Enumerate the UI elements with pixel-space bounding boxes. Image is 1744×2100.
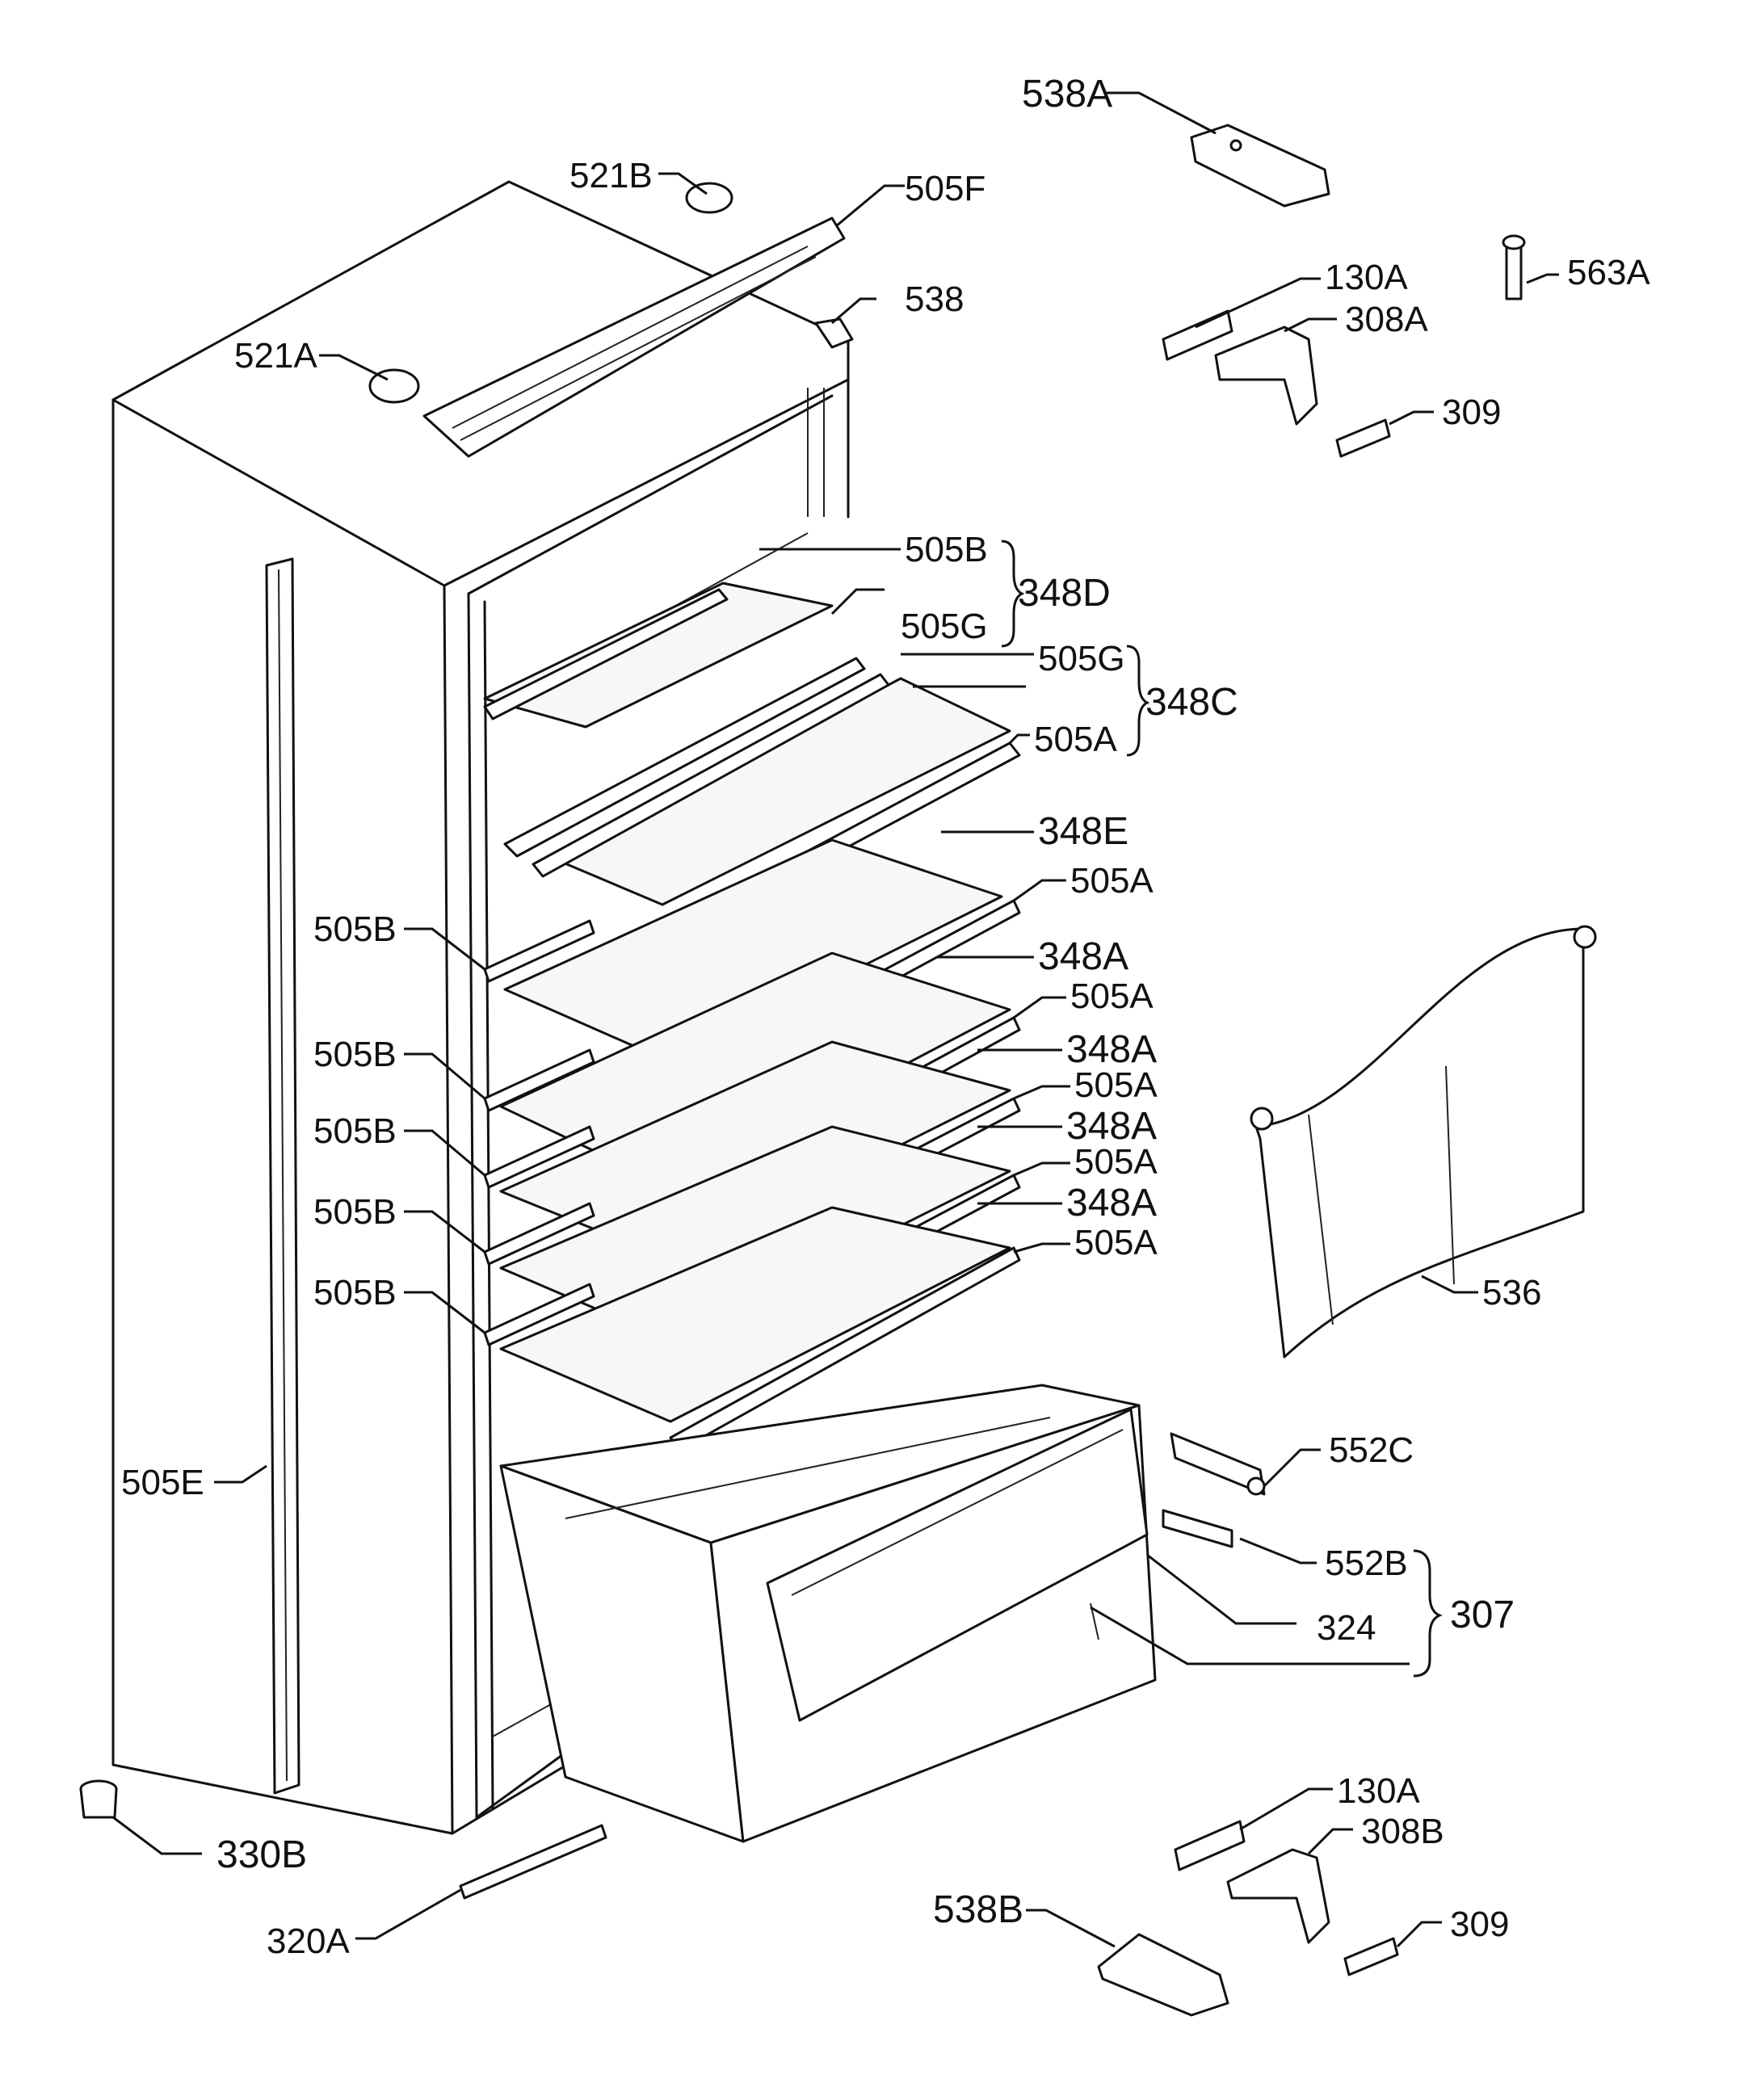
label-521b: 521B (569, 156, 653, 195)
label-320a: 320A (267, 1922, 350, 1961)
label-348d: 348D (1018, 572, 1111, 615)
plate-309-bottom (1343, 1937, 1399, 1976)
refrigerator-cabinet (111, 180, 850, 1835)
top-rail-505f (422, 216, 846, 458)
pin-563a (1502, 234, 1526, 300)
label-348a-1: 348A (1038, 935, 1128, 978)
label-348c: 348C (1145, 681, 1238, 724)
slide-552c (1170, 1432, 1266, 1496)
label-505g-2: 505G (1038, 639, 1125, 678)
foot-330b (79, 1779, 118, 1819)
label-505b-top: 505B (905, 530, 988, 569)
rail-320a (459, 1824, 607, 1900)
callout-labels: 538A 521B 505F 538 130A 563A 521A 308A 3… (121, 73, 1650, 1961)
label-505b-1: 505B (313, 909, 397, 949)
label-309-top: 309 (1442, 393, 1501, 432)
cap-521b (685, 182, 733, 214)
label-536: 536 (1482, 1273, 1541, 1312)
door-bin-536 (1250, 925, 1597, 1359)
label-505b-3: 505B (313, 1111, 397, 1151)
leader-lines (112, 91, 1559, 1948)
label-505g-1: 505G (901, 607, 988, 646)
label-521a: 521A (234, 336, 317, 376)
label-505b-5: 505B (313, 1273, 397, 1312)
label-307: 307 (1450, 1594, 1515, 1636)
crisper-drawer (499, 1384, 1157, 1843)
label-563a: 563A (1567, 253, 1650, 292)
label-505b-2: 505B (313, 1035, 397, 1074)
hinge-538a (1190, 124, 1330, 208)
plate-309-top (1335, 418, 1391, 458)
label-130a-top: 130A (1325, 258, 1408, 297)
shelves (483, 582, 1021, 1451)
label-330b: 330B (216, 1833, 307, 1876)
label-308b: 308B (1361, 1812, 1444, 1851)
slide-552b (1162, 1509, 1233, 1548)
hinge-308b (1226, 1848, 1330, 1944)
label-505b-4: 505B (313, 1192, 397, 1232)
label-505e: 505E (121, 1463, 204, 1502)
gasket-strip-505e (265, 557, 300, 1795)
label-505a-2: 505A (1070, 861, 1154, 901)
label-505a-4: 505A (1074, 1065, 1158, 1105)
plate-130a-top (1162, 309, 1233, 361)
bracket-braces (1001, 540, 1443, 1678)
label-505a-6: 505A (1074, 1223, 1158, 1262)
label-538a: 538A (1022, 73, 1112, 116)
hinge-308a (1214, 326, 1318, 426)
label-308a: 308A (1345, 300, 1428, 339)
label-552b: 552B (1325, 1544, 1408, 1583)
label-348a-4: 348A (1066, 1182, 1157, 1224)
label-505a-3: 505A (1070, 976, 1154, 1016)
label-538: 538 (905, 279, 964, 319)
label-552c: 552C (1329, 1430, 1414, 1470)
part-538 (814, 317, 854, 349)
label-505f: 505F (905, 169, 985, 208)
label-348a-3: 348A (1066, 1105, 1157, 1148)
plate-130a-bottom (1174, 1820, 1246, 1871)
label-309-bottom: 309 (1450, 1905, 1509, 1944)
label-348a-2: 348A (1066, 1028, 1157, 1071)
hinge-538b (1097, 1933, 1229, 2017)
label-505a-5: 505A (1074, 1142, 1158, 1182)
label-348e: 348E (1038, 810, 1128, 853)
label-538b: 538B (933, 1888, 1023, 1931)
label-130a-bottom: 130A (1337, 1771, 1420, 1811)
label-324: 324 (1317, 1608, 1376, 1648)
label-505a-1: 505A (1034, 720, 1117, 759)
